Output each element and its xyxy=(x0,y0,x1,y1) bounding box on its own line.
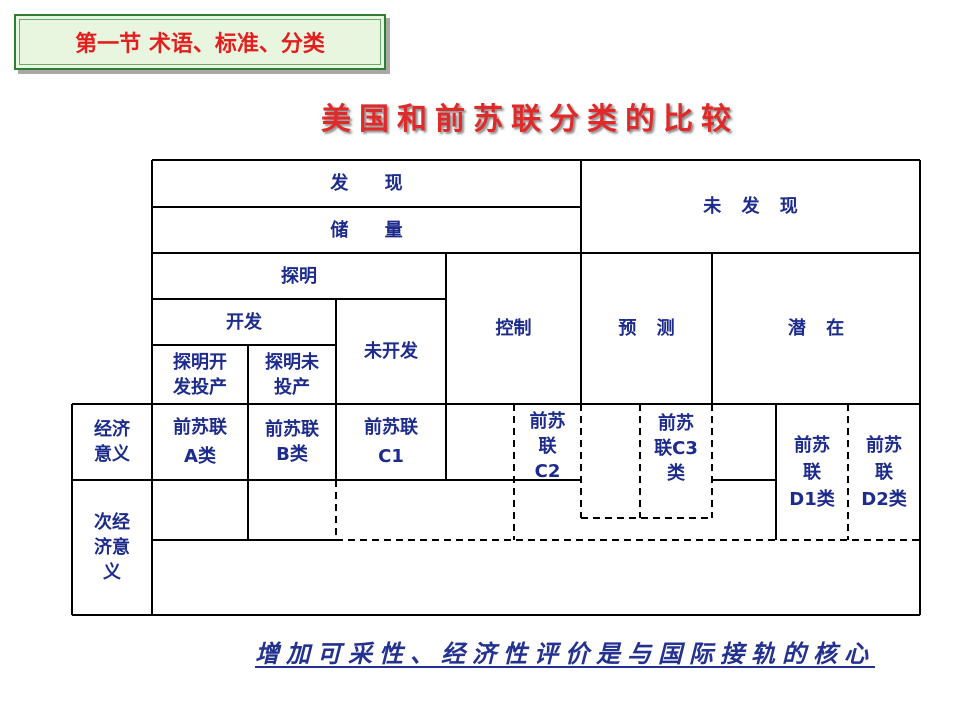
cell-proved-developed-producing: 探明开 发投产 xyxy=(152,345,248,404)
cell-ussr-d1: 前苏 联 D1类 xyxy=(776,404,848,540)
cell-label-line: 探明未 xyxy=(265,351,319,373)
cell-proved-not-producing: 探明未 投产 xyxy=(248,345,336,404)
cell-label-line: 前苏 xyxy=(529,410,566,432)
cell-controlled: 控制 xyxy=(446,253,581,404)
cell-label-line: 前苏联 xyxy=(265,419,319,440)
cell-label: 储 量 xyxy=(330,219,403,241)
cell-label: 控制 xyxy=(495,318,532,339)
cell-label-line: 发投产 xyxy=(173,376,227,398)
cell-label-line: 济意 xyxy=(94,537,130,558)
cell-label-line: 联 xyxy=(538,435,557,457)
cell-undeveloped: 未开发 xyxy=(336,299,446,404)
cell-label-line: 联 xyxy=(875,461,893,483)
cell-label-line: 意义 xyxy=(94,444,130,465)
cell-label-line: 投产 xyxy=(274,376,310,398)
cell-label-line: 次经 xyxy=(94,512,130,533)
slide-title: 美国和前苏联分类的比较 xyxy=(321,102,739,137)
dashed-lines xyxy=(335,404,920,541)
cell-label: 发 现 xyxy=(330,173,403,194)
cell-reserves: 储 量 xyxy=(152,207,581,253)
cell-ussr-b: 前苏联 B类 xyxy=(248,404,336,480)
cell-label-line: B类 xyxy=(276,444,308,465)
cell-label-line: 联 xyxy=(803,461,821,483)
cell-label-line: 经济 xyxy=(94,419,130,440)
cell-label-line: C1 xyxy=(378,446,404,467)
cell-label-line: 前苏联 xyxy=(173,417,227,438)
cell-developed: 开发 xyxy=(152,299,336,345)
cell-label-line: 前苏 xyxy=(866,434,902,456)
cell-ussr-c1: 前苏联 C1 xyxy=(336,404,446,480)
section-header-title: 第一节 术语、标准、分类 xyxy=(75,32,325,57)
cell-undiscovered: 未 发 现 xyxy=(581,160,920,253)
cell-predicted: 预 测 xyxy=(581,253,712,404)
cell-label-line: A类 xyxy=(184,446,216,467)
cell-proved: 探明 xyxy=(152,253,446,299)
cell-label-line: D1类 xyxy=(789,488,835,510)
cell-ussr-d2: 前苏 联 D2类 xyxy=(848,404,920,540)
footer-caption: 增加可采性、经济性评价是与国际接轨的核心 xyxy=(255,639,875,668)
cell-label-line: 探明开 xyxy=(173,351,227,373)
cell-discovered: 发 现 xyxy=(152,160,581,207)
cell-label-line: 联C3 xyxy=(654,437,698,459)
cell-ussr-c3: 前苏 联C3 类 xyxy=(640,404,712,492)
cell-label: 开发 xyxy=(226,311,262,333)
cell-economic: 经济 意义 xyxy=(72,404,152,480)
cell-label-line: 前苏 xyxy=(794,434,830,456)
cell-ussr-c2: 前苏 联 C2 xyxy=(514,404,581,488)
cell-label: 探明 xyxy=(281,265,317,287)
cell-label-line: D2类 xyxy=(861,488,907,510)
cell-label: 潜 在 xyxy=(787,318,845,339)
solid-lines xyxy=(71,159,921,616)
cell-label-line: 义 xyxy=(103,562,121,583)
section-header-box: 第一节 术语、标准、分类 xyxy=(14,14,386,70)
cell-label: 未开发 xyxy=(364,341,418,362)
cell-ussr-a: 前苏联 A类 xyxy=(152,404,248,480)
cell-subeconomic: 次经 济意 义 xyxy=(72,480,152,615)
cell-label-line: 前苏联 xyxy=(364,417,418,438)
cell-label: 未 发 现 xyxy=(703,196,798,217)
cell-label-line: 前苏 xyxy=(658,412,694,434)
section-header-inner-border xyxy=(19,19,381,65)
cell-label-line: 类 xyxy=(667,462,685,484)
cell-label-line: C2 xyxy=(534,460,561,482)
cell-label: 预 测 xyxy=(618,318,675,339)
cell-potential: 潜 在 xyxy=(712,253,920,404)
